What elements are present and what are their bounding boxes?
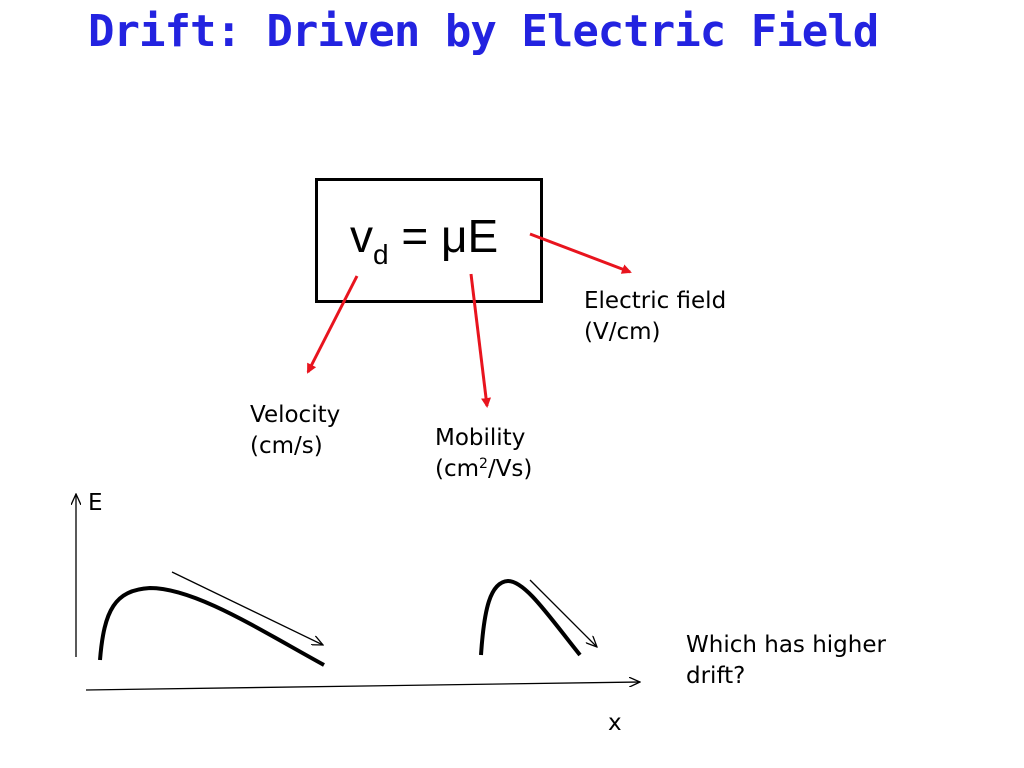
drift-velocity-equation: vd = μE bbox=[350, 208, 498, 283]
wide-curve-direction-arrow bbox=[171, 571, 323, 645]
x-axis bbox=[85, 682, 640, 691]
mobility-label: Mobility (cm2/Vs) bbox=[435, 423, 532, 485]
arrow-to-electric-field bbox=[529, 232, 632, 274]
equation-subscript: d bbox=[373, 239, 389, 270]
equation-rhs: = μE bbox=[388, 210, 499, 262]
slide-title: Drift: Driven by Electric Field bbox=[88, 6, 879, 57]
equation-lhs: v bbox=[350, 210, 373, 262]
x-axis-label: x bbox=[608, 710, 622, 736]
arrow-to-velocity bbox=[306, 275, 359, 374]
mobility-units: (cm2/Vs) bbox=[435, 456, 533, 482]
question-text: Which has higher drift? bbox=[686, 632, 886, 689]
arrow-to-mobility bbox=[469, 273, 492, 408]
equation-box bbox=[315, 178, 543, 303]
wide-field-curve bbox=[98, 585, 325, 667]
narrow-curve-direction-arrow bbox=[529, 579, 597, 647]
narrow-field-curve bbox=[479, 578, 582, 657]
velocity-label: Velocity (cm/s) bbox=[250, 402, 341, 459]
electric-field-label: Electric field (V/cm) bbox=[584, 288, 727, 345]
y-axis-label: E bbox=[88, 490, 103, 516]
